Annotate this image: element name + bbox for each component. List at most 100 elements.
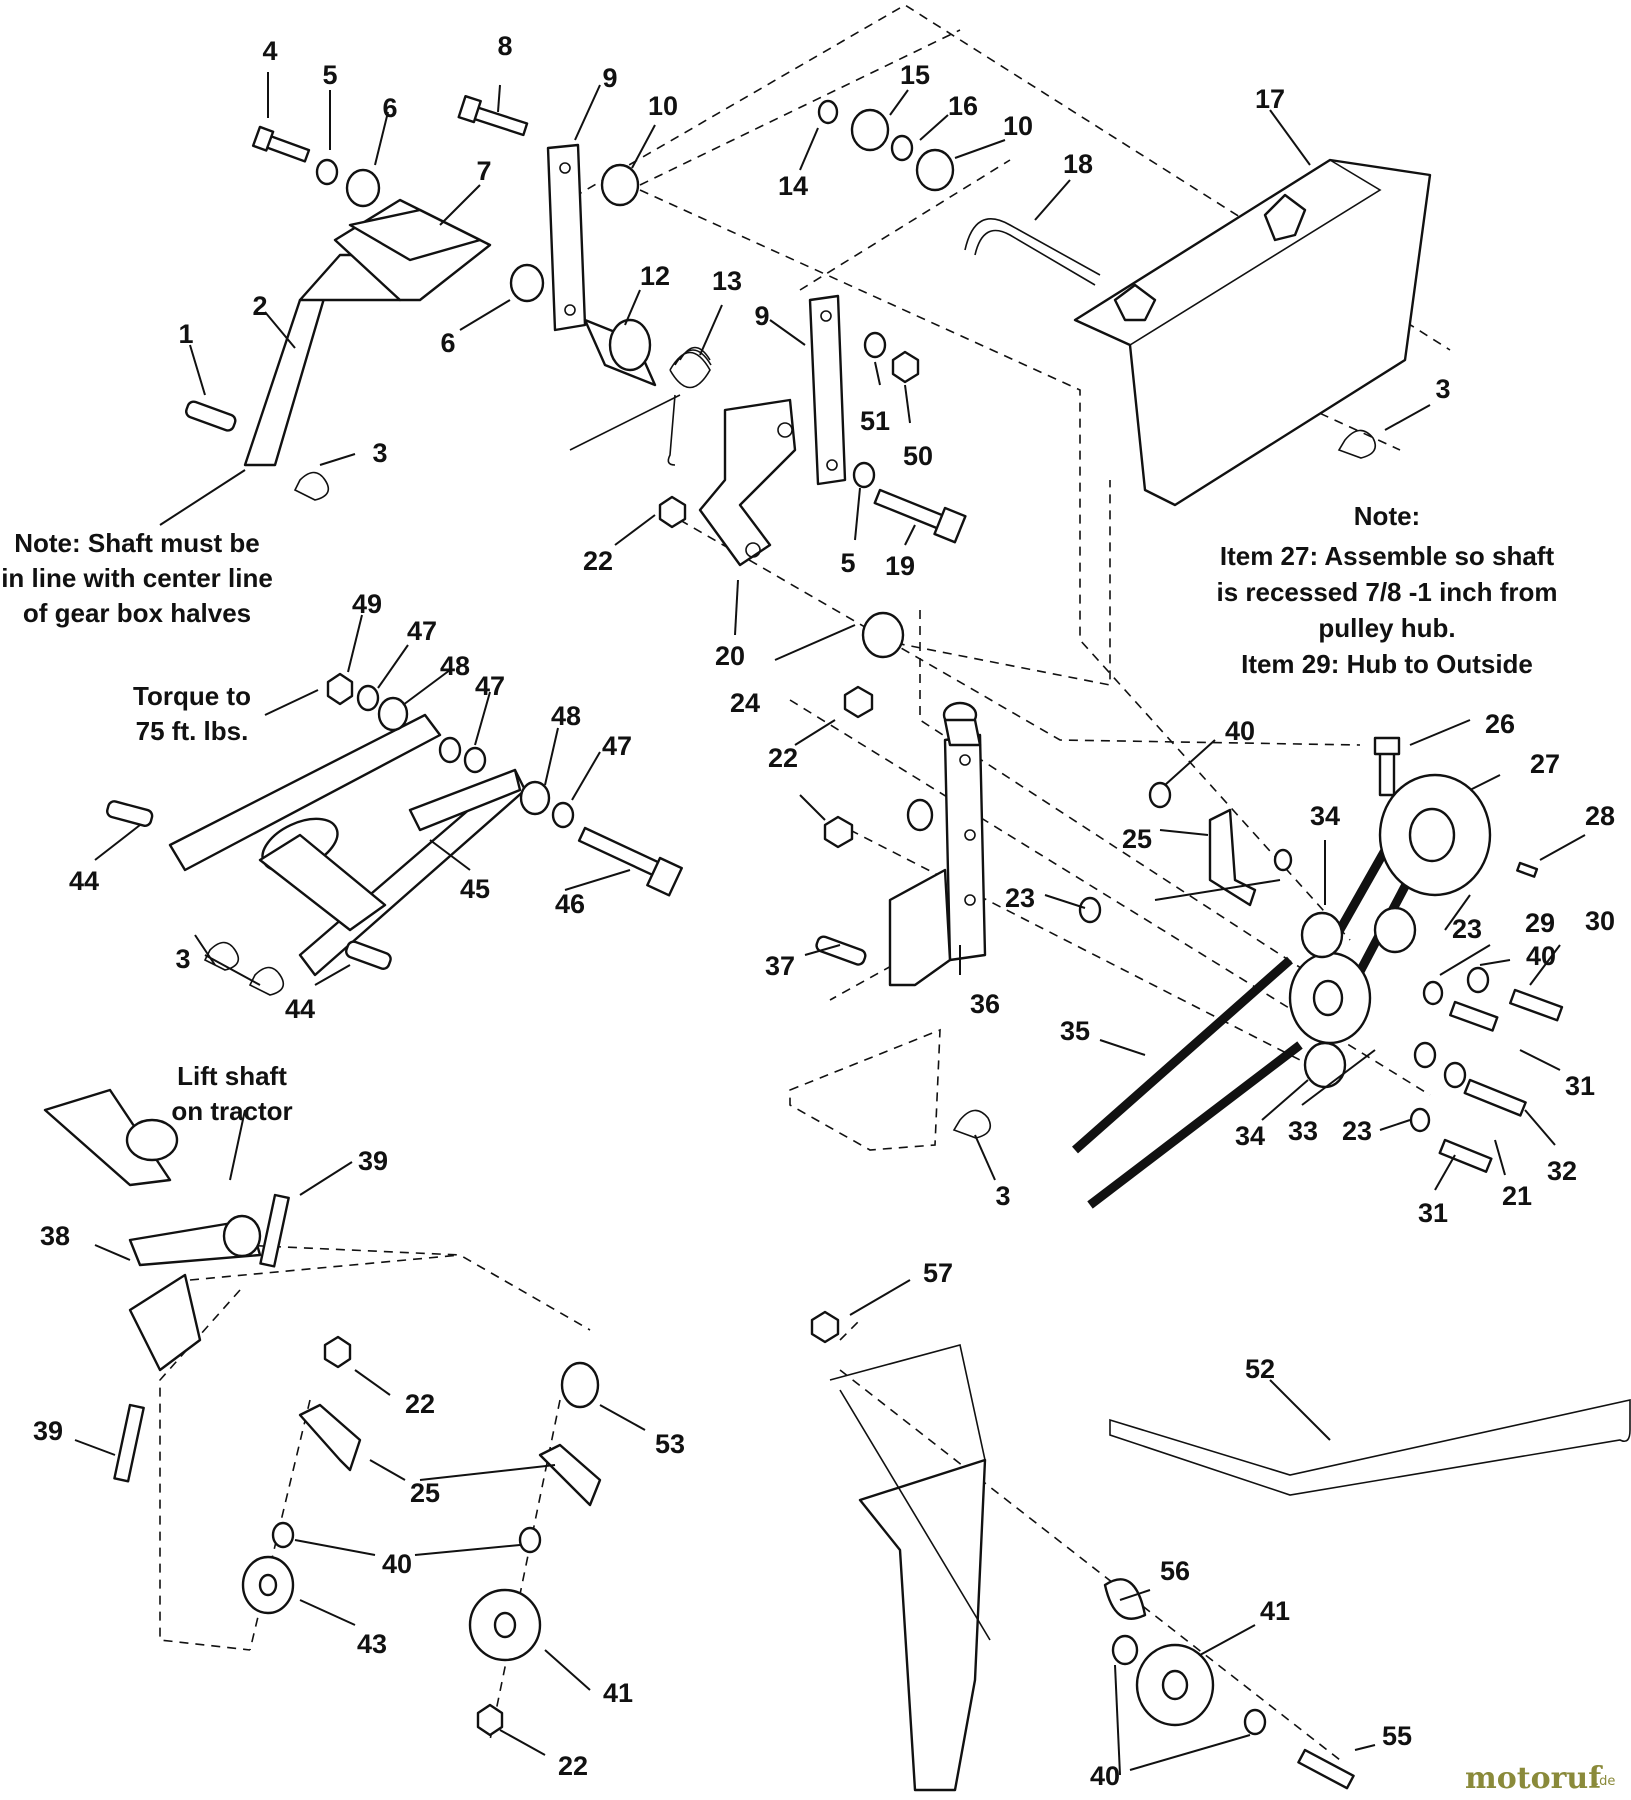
note-item27: Note: Item 27: Assemble so shaft is rece… [1216, 501, 1557, 679]
leader-lines [74, 72, 1586, 1776]
callout-39: 39 [358, 1146, 388, 1176]
callout-13: 13 [712, 266, 742, 296]
note-lift-shaft: Lift shaft on tractor [171, 1061, 292, 1126]
callout-4: 4 [262, 36, 277, 66]
callout-48: 48 [440, 651, 470, 681]
callout-41: 41 [1260, 1596, 1290, 1626]
callout-9: 9 [602, 63, 617, 93]
callout-40: 40 [1090, 1761, 1120, 1791]
callout-44: 44 [285, 994, 315, 1024]
svg-text:Item 27: Assemble so shaft: Item 27: Assemble so shaft [1220, 541, 1555, 571]
svg-text:in line with center line: in line with center line [1, 563, 273, 593]
callout-47: 47 [475, 671, 505, 701]
callout-34: 34 [1310, 801, 1340, 831]
svg-text:on tractor: on tractor [171, 1096, 292, 1126]
callout-22: 22 [768, 743, 798, 773]
callout-44: 44 [69, 866, 99, 896]
callout-26: 26 [1485, 709, 1515, 739]
callout-47: 47 [602, 731, 632, 761]
callout-40: 40 [382, 1549, 412, 1579]
callout-22: 22 [558, 1751, 588, 1781]
note-torque: Torque to 75 ft. lbs. [133, 681, 251, 746]
callout-33: 33 [1288, 1116, 1318, 1146]
callout-50: 50 [903, 441, 933, 471]
callout-39: 39 [33, 1416, 63, 1446]
svg-text:is recessed 7/8 -1 inch from: is recessed 7/8 -1 inch from [1216, 577, 1557, 607]
callout-34: 34 [1235, 1121, 1265, 1151]
callout-52: 52 [1245, 1354, 1275, 1384]
svg-text:Torque to: Torque to [133, 681, 251, 711]
svg-text:Note: Shaft must be: Note: Shaft must be [14, 528, 260, 558]
callout-5: 5 [840, 548, 855, 578]
callout-23: 23 [1452, 914, 1482, 944]
callout-16: 16 [948, 91, 978, 121]
callout-2: 2 [252, 291, 267, 321]
callout-1: 1 [178, 319, 193, 349]
callout-43: 43 [357, 1629, 387, 1659]
part-drawings [43, 94, 1631, 1792]
callout-23: 23 [1342, 1116, 1372, 1146]
callout-12: 12 [640, 261, 670, 291]
callout-3: 3 [1435, 374, 1450, 404]
callout-22: 22 [583, 546, 613, 576]
callout-5: 5 [322, 60, 337, 90]
callout-14: 14 [778, 171, 808, 201]
callout-25: 25 [1122, 824, 1152, 854]
callout-9: 9 [754, 301, 769, 331]
callout-32: 32 [1547, 1156, 1577, 1186]
callout-55: 55 [1382, 1721, 1412, 1751]
callout-7: 7 [476, 156, 491, 186]
callout-51: 51 [860, 406, 890, 436]
callout-37: 37 [765, 951, 795, 981]
callout-24: 24 [730, 688, 760, 718]
callout-6: 6 [382, 93, 397, 123]
callout-8: 8 [497, 31, 512, 61]
callout-28: 28 [1585, 801, 1615, 831]
svg-text:Item 29: Hub to Outside: Item 29: Hub to Outside [1241, 649, 1533, 679]
svg-text:75 ft. lbs.: 75 ft. lbs. [136, 716, 249, 746]
note-shaft: Note: Shaft must be in line with center … [1, 528, 273, 628]
callout-3: 3 [372, 438, 387, 468]
callout-23: 23 [1005, 883, 1035, 913]
callout-10: 10 [1003, 111, 1033, 141]
callout-40: 40 [1526, 941, 1556, 971]
callout-31: 31 [1418, 1198, 1448, 1228]
callout-30: 30 [1585, 906, 1615, 936]
svg-text:.de: .de [1595, 1774, 1615, 1789]
callout-38: 38 [40, 1221, 70, 1251]
callout-31: 31 [1565, 1071, 1595, 1101]
callout-3: 3 [175, 944, 190, 974]
callout-40: 40 [1225, 716, 1255, 746]
callout-22: 22 [405, 1389, 435, 1419]
callout-48: 48 [551, 701, 581, 731]
svg-text:motoruf: motoruf [1465, 1761, 1603, 1796]
callout-46: 46 [555, 889, 585, 919]
callout-20: 20 [715, 641, 745, 671]
callout-47: 47 [407, 616, 437, 646]
callout-35: 35 [1060, 1016, 1090, 1046]
callout-27: 27 [1530, 749, 1560, 779]
callout-labels: 4 5 6 7 8 9 10 15 16 10 14 17 18 2 1 3 6… [33, 31, 1615, 1791]
callout-21: 21 [1502, 1181, 1532, 1211]
callout-41: 41 [603, 1678, 633, 1708]
callout-3: 3 [995, 1181, 1010, 1211]
callout-49: 49 [352, 589, 382, 619]
watermark-logo: motoruf .de [1465, 1761, 1615, 1796]
callout-36: 36 [970, 989, 1000, 1019]
callout-53: 53 [655, 1429, 685, 1459]
svg-text:Note:: Note: [1354, 501, 1420, 531]
callout-6: 6 [440, 328, 455, 358]
callout-56: 56 [1160, 1556, 1190, 1586]
callout-10: 10 [648, 91, 678, 121]
callout-17: 17 [1255, 84, 1285, 114]
callout-29: 29 [1525, 908, 1555, 938]
callout-57: 57 [923, 1258, 953, 1288]
callout-18: 18 [1063, 149, 1093, 179]
callout-45: 45 [460, 874, 490, 904]
svg-text:Lift shaft: Lift shaft [177, 1061, 287, 1091]
svg-text:of gear box halves: of gear box halves [23, 598, 251, 628]
callout-25: 25 [410, 1478, 440, 1508]
callout-19: 19 [885, 551, 915, 581]
callout-15: 15 [900, 60, 930, 90]
